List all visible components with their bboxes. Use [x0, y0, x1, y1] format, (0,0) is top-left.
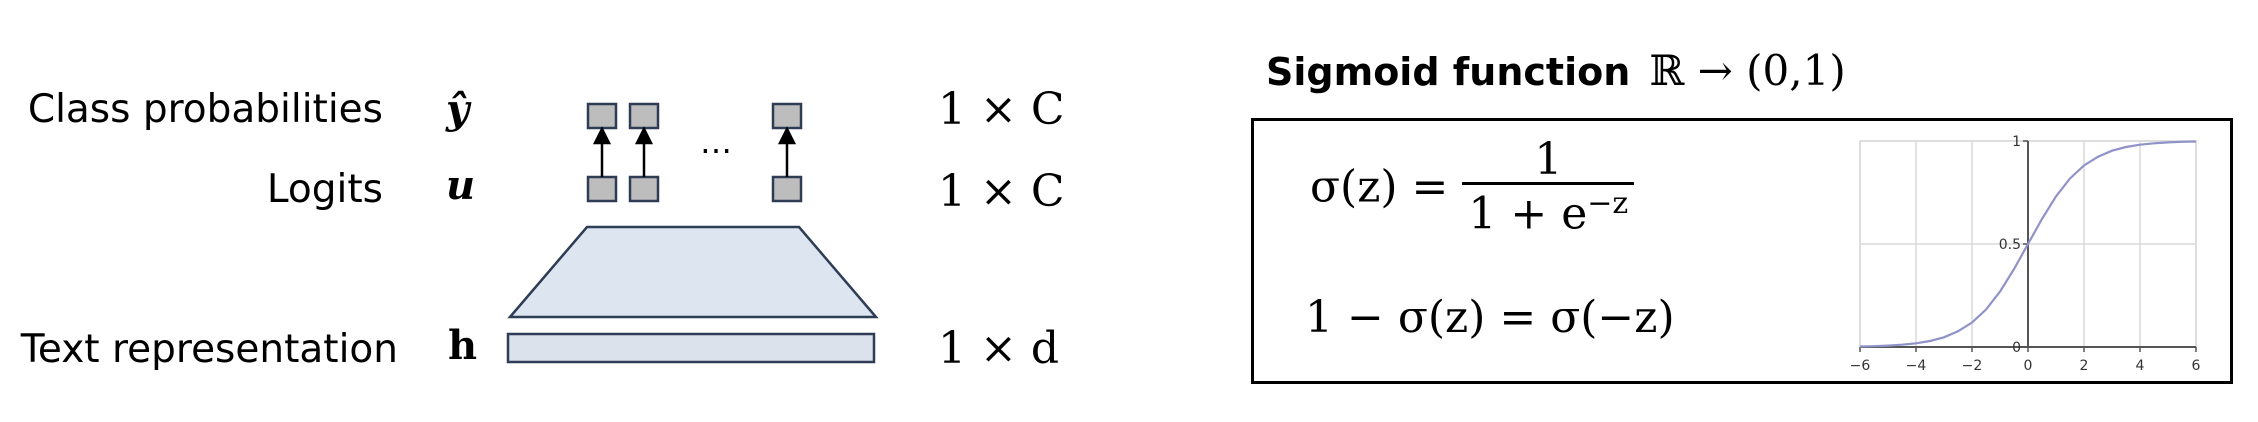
row-label-logits: Logits [266, 167, 383, 212]
fraction-exponent: −z [1587, 186, 1629, 221]
sigmoid-title-text: Sigmoid function [1266, 50, 1631, 94]
dim-logits: 1 × C [938, 166, 1065, 217]
x-tick-label: −2 [1962, 358, 1983, 374]
sigmoid-arrow [777, 126, 797, 177]
dim-text-representation: 1 × d [938, 323, 1059, 374]
sigmoid-symmetry-equation: 1 − σ(z) = σ(−z) [1305, 292, 1675, 343]
x-tick-label: 0 [2024, 358, 2033, 374]
symbol-y-hat: ŷ [446, 86, 470, 133]
sigmoid-arrow [592, 126, 612, 177]
y-tick-label: 1 [2012, 134, 2021, 150]
units-ellipsis: … [700, 123, 732, 161]
y-tick-label: 0.5 [1999, 237, 2021, 253]
symbol-h: h [448, 322, 478, 369]
x-tick-label: 4 [2136, 358, 2145, 374]
x-tick-label: −6 [1850, 358, 1871, 374]
logit-unit [586, 175, 618, 203]
x-tick-label: 2 [2080, 358, 2089, 374]
logit-unit [771, 175, 803, 203]
sigmoid-title: Sigmoid function ℝ → (0,1) [1266, 50, 1846, 92]
sigmoid-arrow [634, 126, 654, 177]
equation-fraction: 1 1 + e−z [1462, 134, 1635, 237]
sigmoid-curve [1859, 140, 2197, 348]
y-tick-label: 0 [2012, 340, 2021, 356]
symbol-u: u [446, 162, 476, 209]
equation-lhs: σ(z) = [1310, 161, 1449, 213]
text-representation-bar [506, 332, 876, 364]
sigmoid-equation: σ(z) = 1 1 + e−z [1310, 134, 1635, 237]
sigmoid-box [1251, 118, 2233, 384]
dim-class-probabilities: 1 × C [938, 84, 1065, 135]
fraction-numerator: 1 [1534, 134, 1563, 185]
linear-layer-trapezoid [507, 225, 879, 319]
row-label-text-representation: Text representation [20, 327, 398, 372]
x-tick-label: 6 [2192, 358, 2201, 374]
x-tick-label: −4 [1906, 358, 1927, 374]
fraction-denominator: 1 + e−z [1462, 182, 1635, 237]
row-label-class-probabilities: Class probabilities [27, 87, 383, 132]
sigmoid-title-math: ℝ → (0,1) [1649, 46, 1846, 95]
